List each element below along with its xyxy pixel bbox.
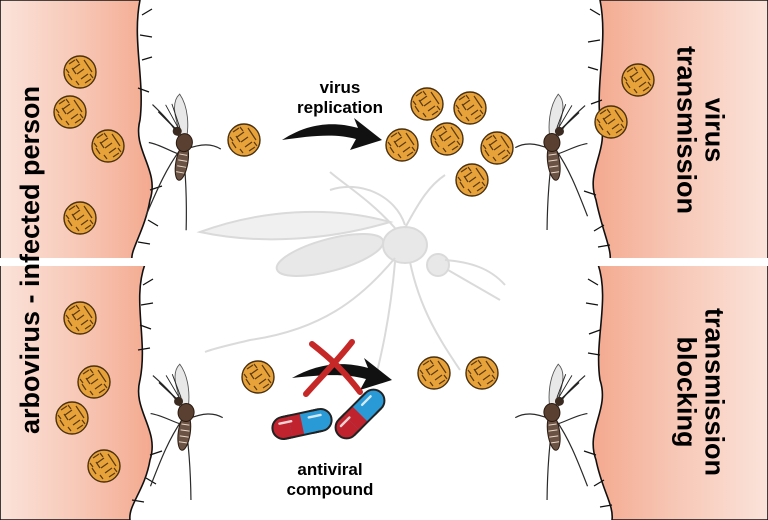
virus-particle xyxy=(53,95,87,129)
antiviral-line-2: compound xyxy=(286,480,374,500)
antiviral-line-1: antiviral xyxy=(297,460,363,479)
virus-particle xyxy=(227,123,261,157)
virus-particle xyxy=(87,449,121,483)
virus-particle xyxy=(91,129,125,163)
virus-replication-line-2: replication xyxy=(297,98,383,118)
virus-particle xyxy=(621,63,655,97)
virus-particle xyxy=(55,401,89,435)
virus-replication-line-1: virus xyxy=(319,78,361,97)
capsule-icon xyxy=(269,405,335,443)
cross-mark-icon xyxy=(303,339,363,397)
virus-particle xyxy=(480,131,514,165)
mosquito-icon xyxy=(508,359,603,504)
virus-particle xyxy=(430,122,464,156)
virus-transmission-label: virus transmission xyxy=(671,45,730,215)
transmission-blocking-label: transmission blocking xyxy=(671,307,730,477)
skin-left xyxy=(0,0,153,261)
virus-particle xyxy=(455,163,489,197)
antiviral-compound-label: antiviral compound xyxy=(270,460,390,501)
background-mosquito xyxy=(196,171,506,381)
virus-particle xyxy=(241,360,275,394)
virus-particle xyxy=(417,356,451,390)
virus-particle xyxy=(465,356,499,390)
virus-transmission-line-1: virus xyxy=(699,97,730,163)
arrow-icon xyxy=(282,118,382,150)
virus-particle xyxy=(63,301,97,335)
virus-replication-label: virus replication xyxy=(290,78,390,119)
virus-particle xyxy=(410,87,444,121)
virus-particle xyxy=(594,105,628,139)
virus-particle xyxy=(453,91,487,125)
virus-particle xyxy=(77,365,111,399)
virus-particle xyxy=(63,201,97,235)
virus-transmission-line-2: transmission xyxy=(671,45,701,215)
mosquito-icon xyxy=(508,89,603,234)
transmission-blocking-line-1: transmission xyxy=(699,307,730,477)
virus-particle xyxy=(385,128,419,162)
transmission-blocking-line-2: blocking xyxy=(671,336,701,448)
virus-particle xyxy=(63,55,97,89)
infected-person-label: arbovirus - infected person xyxy=(14,85,45,435)
